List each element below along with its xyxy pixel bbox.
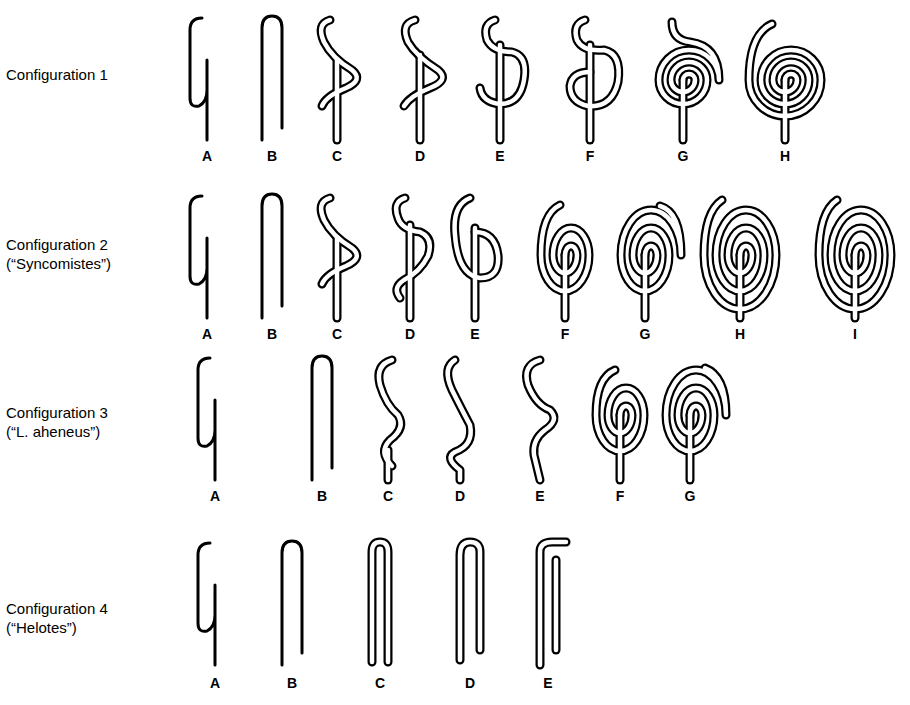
figure-a xyxy=(190,18,207,140)
stage-letter: A xyxy=(202,148,212,164)
figure-a xyxy=(198,358,215,480)
configuration-label: Configuration 4 xyxy=(6,600,108,618)
configuration-label: Configuration 1 xyxy=(6,66,108,84)
stage-letter: E xyxy=(535,488,544,504)
configuration-label: Configuration 2 xyxy=(6,236,108,254)
stage-letter: F xyxy=(561,326,570,342)
stage-letter: C xyxy=(332,326,342,342)
tube-outline xyxy=(321,20,891,665)
stage-letter: E xyxy=(495,148,504,164)
stage-letter: H xyxy=(780,148,790,164)
figure-a xyxy=(190,196,207,318)
stage-letter: D xyxy=(455,488,465,504)
stage-letter: B xyxy=(287,675,297,691)
stage-letter: B xyxy=(267,326,277,342)
stage-letter: E xyxy=(543,675,552,691)
stage-letter: G xyxy=(678,148,689,164)
simple-lines xyxy=(190,16,332,665)
stage-letter: B xyxy=(317,488,327,504)
configuration-label: (“Helotes”) xyxy=(6,619,77,637)
configuration-label: (“L. aheneus”) xyxy=(6,423,100,441)
tube-fill xyxy=(321,20,891,665)
figure-a xyxy=(198,543,215,665)
stage-letter: B xyxy=(267,148,277,164)
figure-b xyxy=(282,541,302,665)
stage-letter: H xyxy=(735,326,745,342)
stage-letter: G xyxy=(685,488,696,504)
stage-letter: C xyxy=(332,148,342,164)
stage-letter: E xyxy=(470,326,479,342)
stage-letter: D xyxy=(405,326,415,342)
configuration-label: (“Syncomistes”) xyxy=(6,255,111,273)
stage-letter: A xyxy=(210,488,220,504)
stage-letter: C xyxy=(375,675,385,691)
stage-letter: C xyxy=(383,488,393,504)
stage-letter: F xyxy=(586,148,595,164)
figure-b xyxy=(312,356,332,480)
stage-letter: D xyxy=(415,148,425,164)
stage-letter: D xyxy=(465,675,475,691)
configuration-label: Configuration 3 xyxy=(6,404,108,422)
stage-letter: A xyxy=(202,326,212,342)
figure-b xyxy=(262,194,282,318)
stage-letter: G xyxy=(640,326,651,342)
figure-b xyxy=(262,16,282,140)
stage-letter: F xyxy=(616,488,625,504)
stage-letter: A xyxy=(210,675,220,691)
stage-letter: I xyxy=(853,326,857,342)
